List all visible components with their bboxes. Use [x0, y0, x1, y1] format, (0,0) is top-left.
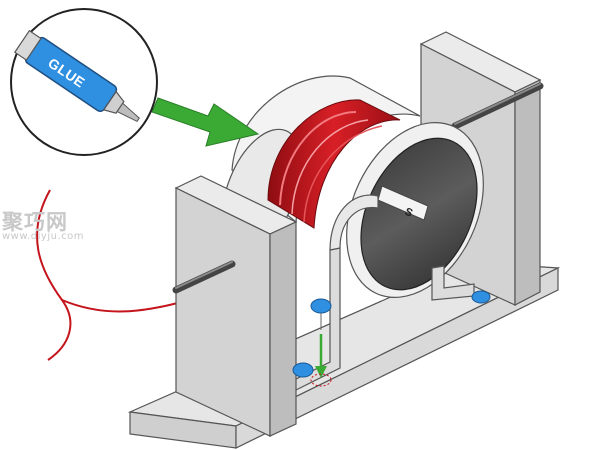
callout-arrow [151, 97, 260, 147]
u-bracket [284, 194, 475, 391]
glue-marker-bottom-left [292, 362, 314, 378]
left-support [174, 175, 298, 437]
watermark-site-url: www.diyju.com [2, 231, 84, 242]
glue-callout: GLUE [10, 8, 158, 156]
shaft-label: S [403, 206, 415, 220]
watermark-site-name: 聚巧网 [2, 210, 68, 234]
coil-winding [267, 99, 401, 229]
lead-wire-left [36, 189, 72, 361]
left-axle [172, 260, 236, 294]
glue-marker-right [471, 290, 491, 304]
placement-arrow [310, 334, 332, 387]
glue-marker-top [310, 298, 332, 330]
magnet-shaft: S [377, 185, 429, 221]
right-axle [451, 82, 544, 130]
